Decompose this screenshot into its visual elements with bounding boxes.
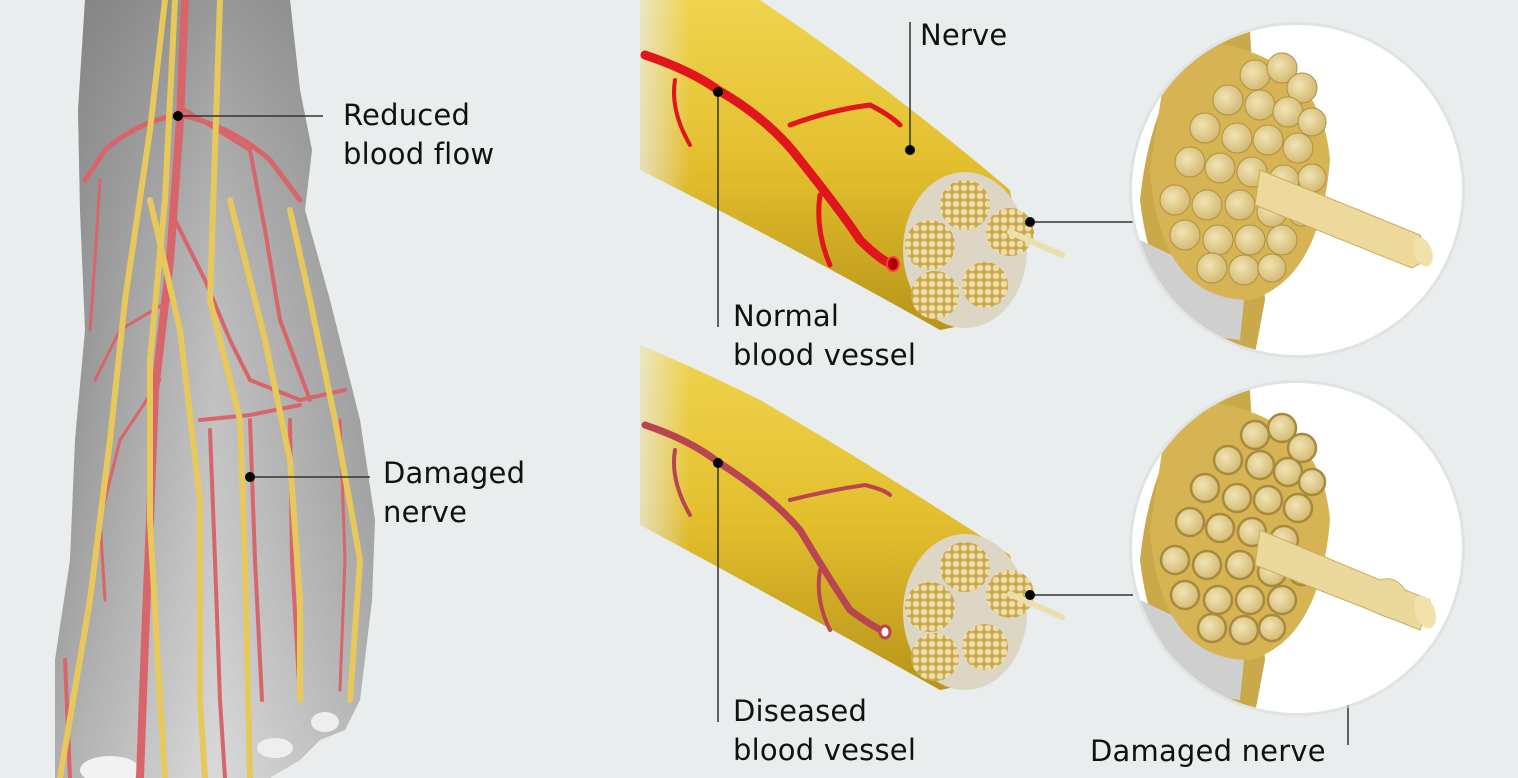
foot-leaders	[173, 111, 370, 482]
marker-dot	[245, 472, 255, 482]
marker-dot	[713, 458, 723, 468]
damaged-fascicle-inset	[1129, 380, 1465, 716]
damaged-axon-cluster	[1159, 412, 1327, 646]
fascicle-group	[905, 180, 1034, 319]
marker-dot	[173, 111, 183, 121]
toenail	[257, 738, 293, 758]
label-reduced-blood-flow: Reduced blood flow	[343, 98, 495, 171]
normal-artery	[640, 50, 903, 270]
normal-fascicle-inset	[1129, 22, 1465, 358]
toenail	[311, 712, 339, 732]
marker-dot	[1025, 217, 1035, 227]
foot-illustration	[55, 0, 375, 778]
diseased-nerve-illustration	[620, 340, 1065, 700]
label-diseased-blood-vessel: Diseased blood vessel	[733, 694, 917, 767]
label-foot-damaged-nerve: Damaged nerve	[383, 456, 526, 529]
label-inset-damaged-nerve: Damaged nerve	[1090, 734, 1326, 768]
diseased-artery	[641, 421, 892, 636]
normal-nerve-illustration	[620, 0, 1065, 340]
marker-dot	[905, 145, 915, 155]
marker-dot	[713, 87, 723, 97]
toenail	[80, 756, 140, 778]
marker-dot	[1025, 590, 1035, 600]
foot-nerves	[57, 0, 364, 778]
label-nerve: Nerve	[920, 18, 1008, 52]
label-normal-blood-vessel: Normal blood vessel	[733, 299, 917, 372]
